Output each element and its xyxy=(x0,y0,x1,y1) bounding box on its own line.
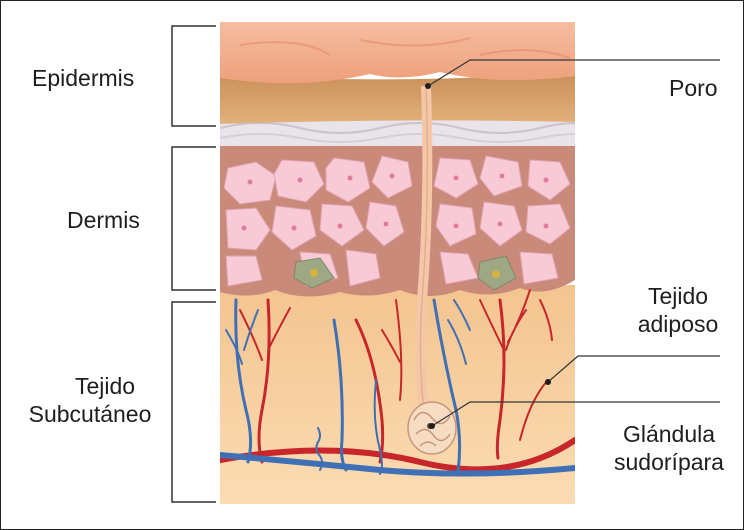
label-epidermis: Epidermis xyxy=(32,65,135,91)
bracket-epidermis xyxy=(171,25,216,127)
label-sweat-gland-line2: sudorípara xyxy=(614,449,724,475)
label-sweat-gland: Glándula sudorípara xyxy=(604,420,734,476)
label-subcutaneous-line2: Subcutáneo xyxy=(28,401,152,427)
bracket-dermis xyxy=(171,146,216,291)
arteries xyxy=(220,289,575,473)
label-dermis: Dermis xyxy=(67,207,140,233)
sweat-gland-marker xyxy=(429,423,435,429)
label-subcutaneous: Tejido Subcutáneo xyxy=(29,372,170,428)
adipose-marker xyxy=(545,379,551,385)
epidermis-band xyxy=(220,72,575,124)
epidermis-surface xyxy=(220,22,575,84)
label-adipose-line2: adiposo xyxy=(637,311,719,337)
pore-marker xyxy=(425,83,431,89)
label-subcutaneous-line1: Tejido xyxy=(74,373,136,399)
left-brackets xyxy=(171,25,216,503)
pointer-adipose xyxy=(547,355,720,383)
pointer-sweat-gland xyxy=(431,401,720,427)
label-sweat-gland-line1: Glándula xyxy=(622,421,716,447)
bracket-subcutaneous xyxy=(171,301,216,503)
dermis-cells xyxy=(223,155,571,287)
label-pore: Poro xyxy=(669,75,718,101)
pointer-lines xyxy=(427,59,720,427)
label-adipose-line1: Tejido xyxy=(647,283,709,309)
pointer-pore xyxy=(427,59,720,87)
label-adipose: Tejido adiposo xyxy=(628,282,728,338)
veins xyxy=(220,298,575,477)
